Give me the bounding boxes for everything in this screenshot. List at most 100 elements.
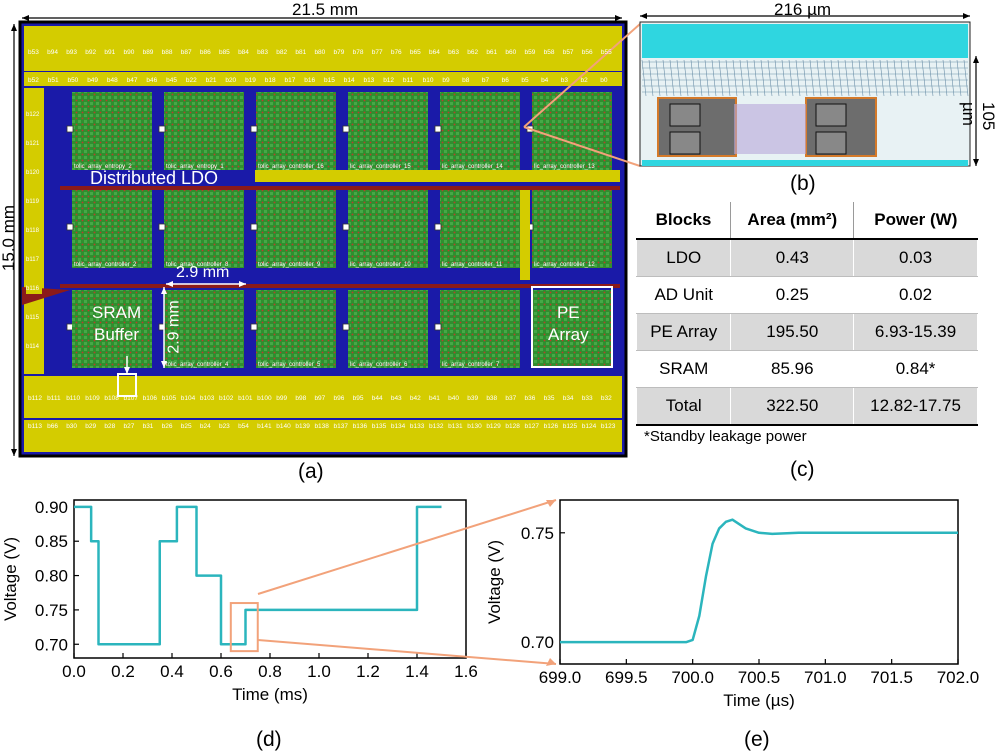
pad-label: b37 <box>505 395 516 402</box>
pad-label: b90 <box>123 49 134 56</box>
panel-d-label: (d) <box>256 728 282 751</box>
table-cell: 0.25 <box>730 276 855 314</box>
pad-label: b138 <box>314 423 329 430</box>
block-name-label: lic_array_controller_10 <box>350 262 411 268</box>
pad-label: b103 <box>200 395 215 402</box>
ldo-layout <box>639 13 979 167</box>
pad-label: b80 <box>314 49 325 56</box>
pad-label: b100 <box>257 395 272 402</box>
pad-label: b44 <box>372 395 383 402</box>
pad-label: b53 <box>28 49 39 56</box>
pad-label: b26 <box>162 423 173 430</box>
pad-label: b43 <box>391 395 402 402</box>
pad-label: b63 <box>448 49 459 56</box>
y-tick-label: 0.70 <box>35 635 68 654</box>
pad-label: b110 <box>66 395 80 402</box>
pad-label: b41 <box>429 395 440 402</box>
pe-array-label: PE Array <box>548 303 589 344</box>
table-cell: 12.82-17.75 <box>853 387 978 426</box>
ldo-marker <box>342 323 350 331</box>
pad-label: b52 <box>28 77 39 84</box>
pad-label: b124 <box>582 423 597 430</box>
pe-block <box>440 290 520 368</box>
pad-label: b116 <box>26 286 40 292</box>
pad-label: b51 <box>48 77 59 84</box>
pad-label: b79 <box>334 49 345 56</box>
pad-label: b135 <box>372 423 387 430</box>
table-cell: 0.02 <box>853 276 978 314</box>
pe-block <box>532 190 612 268</box>
pad-label: b96 <box>334 395 345 402</box>
pad-label: b27 <box>123 423 134 430</box>
pad-label: b5 <box>521 77 529 84</box>
pe-block <box>440 92 520 170</box>
pad-label: b82 <box>276 49 287 56</box>
x-axis-label: Time (ms) <box>232 685 308 704</box>
ldo-marker <box>434 323 442 331</box>
block-name-label: lic_array_controller_15 <box>350 164 411 170</box>
chip-height-label: 15.0 mm <box>0 204 19 272</box>
area-power-table: Blocks Area (mm²) Power (W) LDO 0.43 0.0… <box>635 202 978 426</box>
pad-label: b127 <box>525 423 540 430</box>
pad-label: b136 <box>353 423 368 430</box>
pad-label: b137 <box>334 423 349 430</box>
pad-label: b119 <box>26 199 40 205</box>
ldo-marker <box>250 223 258 231</box>
x-tick-label: 1.0 <box>307 662 331 681</box>
pad-label: b131 <box>448 423 463 430</box>
pad-label: b18 <box>265 77 276 84</box>
pad-label: b35 <box>544 395 555 402</box>
pe-block <box>348 190 428 268</box>
pad-label: b118 <box>26 228 40 234</box>
pad-label: b83 <box>257 49 268 56</box>
pad-label: b122 <box>26 112 40 118</box>
chip-width-label: 21.5 mm <box>292 0 359 19</box>
pad-label: b7 <box>482 77 490 84</box>
pe-block <box>440 190 520 268</box>
pe-block <box>256 290 336 368</box>
panel-b-label: (b) <box>790 172 816 195</box>
pad-label: b109 <box>85 395 100 402</box>
pad-label: b101 <box>238 395 253 402</box>
pad-label: b2 <box>581 77 589 84</box>
ldo-marker <box>434 125 442 133</box>
pad-label: b55 <box>601 49 612 56</box>
block-dim-h-label: 2.9 mm <box>176 264 230 281</box>
pad-label: b121 <box>26 141 40 147</box>
pad-label: b22 <box>186 77 197 84</box>
pad-label: b65 <box>410 49 421 56</box>
pad-label: b58 <box>544 49 555 56</box>
block-name-label: tolic_array_controller_2 <box>74 262 137 268</box>
table-cell: Total <box>635 387 732 426</box>
y-tick-label: 0.80 <box>35 567 68 586</box>
x-tick-label: 0.6 <box>209 662 233 681</box>
table-row: Total 322.50 12.82-17.75 <box>635 387 978 426</box>
ldo-marker <box>342 125 350 133</box>
pad-label: b48 <box>107 77 118 84</box>
voltage-series-line <box>74 505 442 646</box>
ldo-marker <box>434 223 442 231</box>
block-name-label: lic_array_controller_7 <box>442 362 500 368</box>
pad-label: b9 <box>442 77 450 84</box>
pad-label: b123 <box>601 423 616 430</box>
pad-label: b108 <box>104 395 119 402</box>
pad-label: b120 <box>26 170 40 176</box>
pad-label: b15 <box>324 77 335 84</box>
pad-label: b11 <box>403 77 414 84</box>
pad-label: b104 <box>181 395 196 402</box>
pad-label: b8 <box>462 77 470 84</box>
y-tick-label: 0.75 <box>521 524 554 543</box>
pe-block <box>164 190 244 268</box>
y-axis-label: Voltage (V) <box>1 537 20 621</box>
pad-label: b97 <box>314 395 325 402</box>
ldo-marker <box>250 125 258 133</box>
pad-label: b3 <box>561 77 569 84</box>
block-name-label: tolic_array_entropy_2 <box>74 164 132 170</box>
x-tick-label: 0.0 <box>62 662 86 681</box>
table-row: SRAM 85.96 0.84* <box>635 350 978 388</box>
pe-block <box>532 92 612 170</box>
y-tick-label: 0.85 <box>35 532 68 551</box>
table-row: AD Unit 0.25 0.02 <box>635 276 978 314</box>
block-name-label: tolic_array_controller_9 <box>258 262 321 268</box>
